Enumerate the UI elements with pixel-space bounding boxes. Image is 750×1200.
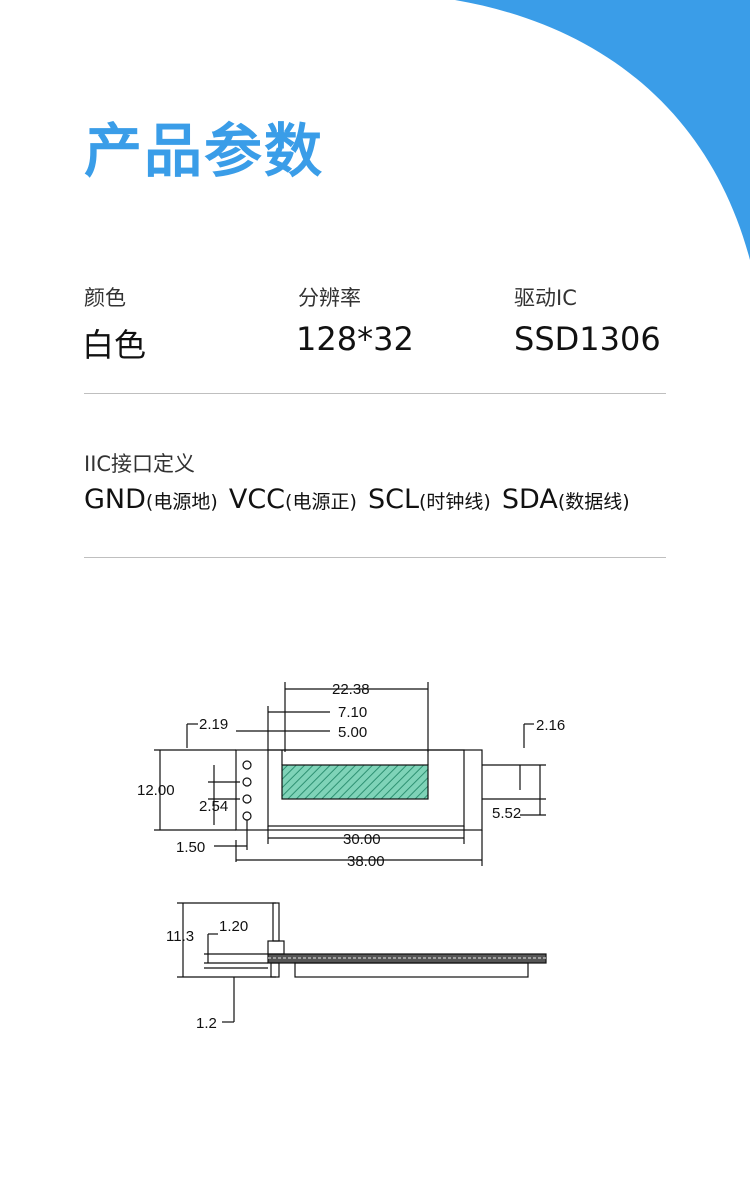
pin-scl-desc: (时钟线) <box>419 491 491 513</box>
divider-2 <box>84 557 666 558</box>
dim-2-16: 2.16 <box>536 717 565 734</box>
dim-1-20: 1.20 <box>219 918 248 935</box>
param-color-value: 白色 <box>82 326 147 364</box>
iic-pin-list: GND(电源地) VCC(电源正) SCL(时钟线) SDA(数据线) <box>84 484 636 515</box>
active-area <box>281 764 429 800</box>
pin-sda-desc: (数据线) <box>557 491 630 513</box>
pin-scl-name: SCL <box>367 484 419 515</box>
glass-outline <box>267 749 465 827</box>
corner-arc <box>455 0 750 260</box>
corner-decoration <box>455 0 750 260</box>
param-driver-value: SSD1306 <box>514 320 661 358</box>
param-resolution-value: 128*32 <box>296 320 414 358</box>
side-view-labels: 11.3 1.20 1.2 <box>166 918 248 1032</box>
dim-7-10: 7.10 <box>338 704 367 721</box>
dim-1-50: 1.50 <box>176 839 205 856</box>
pin-hole-1 <box>242 760 252 770</box>
side-view <box>177 902 547 1023</box>
dim-22-38: 22.38 <box>332 681 370 698</box>
pin-gnd-name: GND <box>84 484 146 515</box>
pin-header <box>272 902 280 942</box>
pin-hole-2 <box>242 777 252 787</box>
dimension-drawing: 22.38 7.10 5.00 2.19 2.16 12.00 2.54 5.5… <box>137 681 565 1032</box>
dim-5-52: 5.52 <box>492 805 521 822</box>
dim-30-00: 30.00 <box>343 831 381 848</box>
divider-1 <box>84 393 666 394</box>
param-color-label: 颜色 <box>84 286 126 310</box>
dim-11-3: 11.3 <box>166 928 194 945</box>
page-title: 产品参数 <box>84 117 325 185</box>
pin-vcc-desc: (电源正) <box>285 491 357 513</box>
dim-2-19: 2.19 <box>199 716 228 733</box>
pin-hole-4 <box>242 811 252 821</box>
pin-gnd-desc: (电源地) <box>145 491 218 513</box>
pin-sda-name: SDA <box>501 484 558 515</box>
dim-12-00: 12.00 <box>137 782 175 799</box>
dim-38-00: 38.00 <box>347 853 385 870</box>
pin-vcc-name: VCC <box>228 484 286 515</box>
dim-5-00: 5.00 <box>338 724 367 741</box>
param-driver-label: 驱动IC <box>514 286 577 310</box>
glass-layer <box>294 962 529 978</box>
top-view-labels: 22.38 7.10 5.00 2.19 2.16 12.00 2.54 5.5… <box>137 681 565 870</box>
top-view <box>154 682 546 866</box>
param-resolution-label: 分辨率 <box>298 286 361 310</box>
dim-2-54: 2.54 <box>199 798 228 815</box>
iic-title: IIC接口定义 <box>84 452 196 476</box>
dim-1-2: 1.2 <box>196 1015 217 1032</box>
pin-hole-3 <box>242 794 252 804</box>
pin-collar <box>267 940 285 955</box>
